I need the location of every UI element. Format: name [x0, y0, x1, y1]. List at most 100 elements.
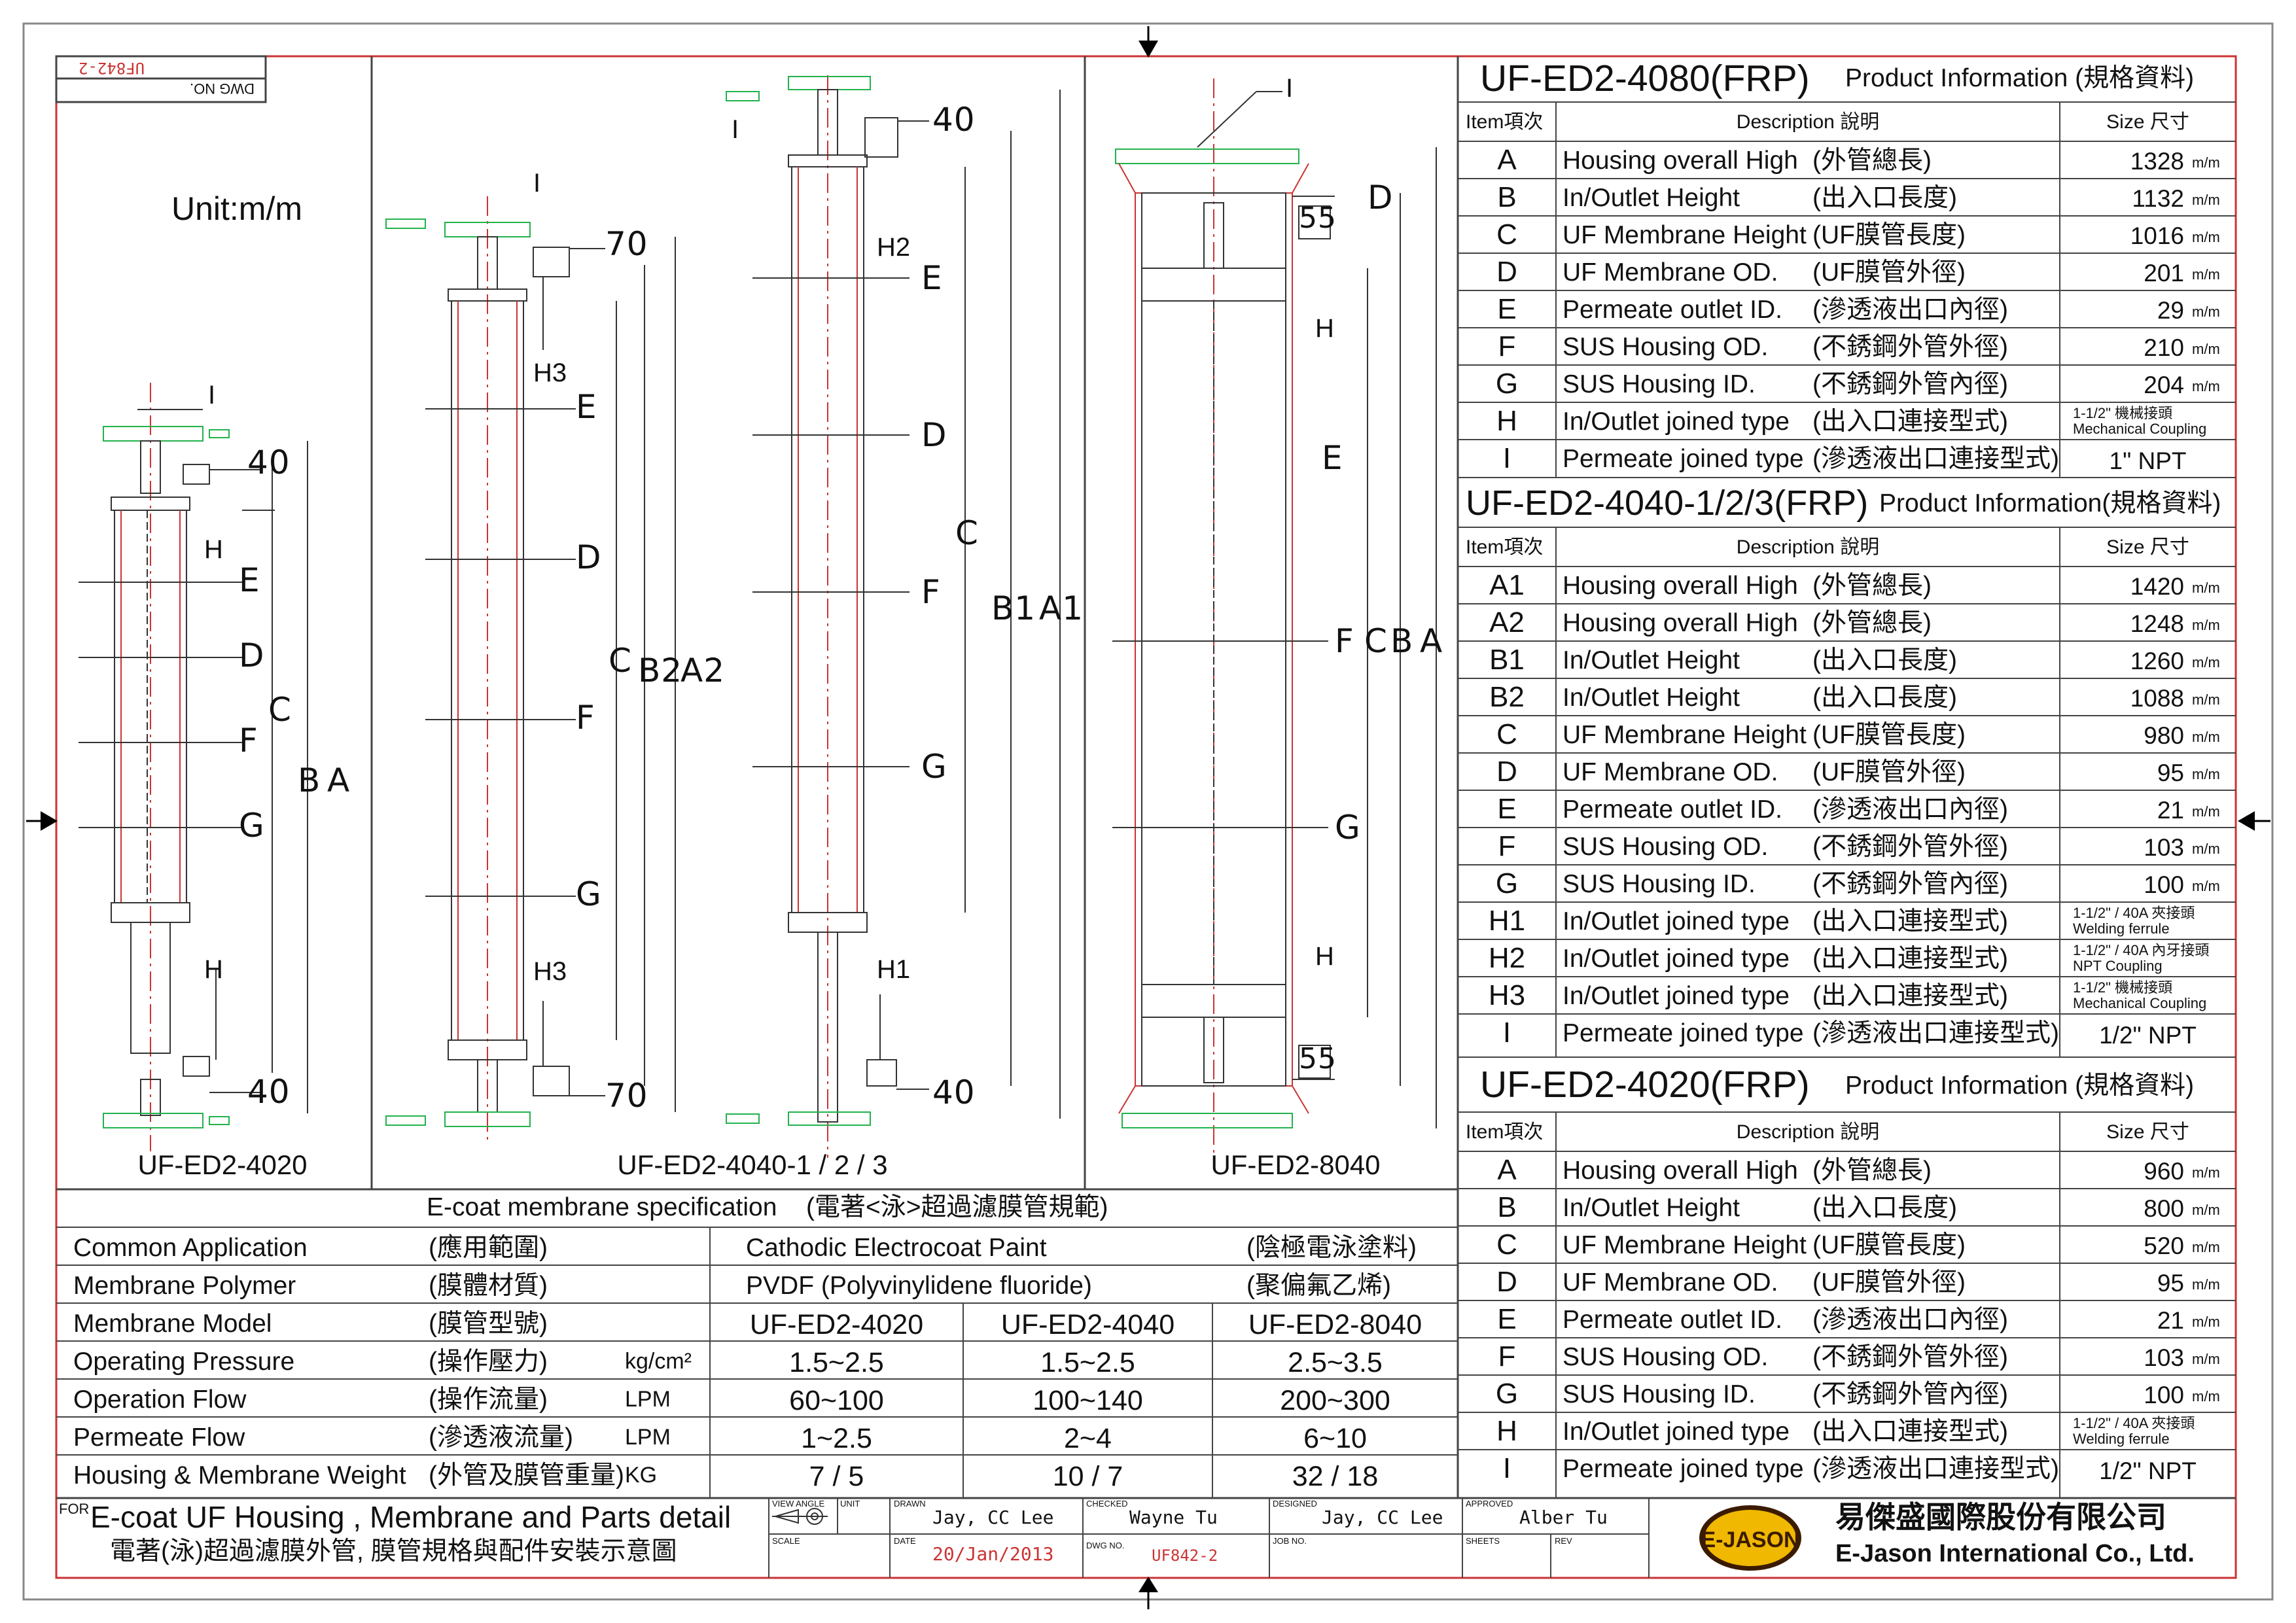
dwg-no-label: DWG NO. — [1086, 1541, 1125, 1550]
table-row-description: SUS Housing ID. — [1563, 870, 1756, 898]
table-row-description-cn: (出入口連接型式) — [1812, 982, 2008, 1010]
table-row-item: F — [1498, 1340, 1516, 1372]
table-row-description: SUS Housing ID. — [1563, 370, 1756, 398]
header-item: Item項次 — [1466, 1121, 1544, 1143]
table-title: UF-ED2-4040-1/2/3(FRP) — [1466, 483, 1869, 523]
header-description: Description 說明 — [1736, 111, 1880, 133]
header-description: Description 說明 — [1736, 536, 1880, 558]
label-f: F — [239, 722, 258, 759]
label-e: E — [239, 561, 260, 599]
table-row-description: UF Membrane OD. — [1563, 758, 1778, 786]
table-row-description-cn: (UF膜管外徑) — [1812, 758, 1966, 786]
spec-cell: 2~4 — [1064, 1423, 1112, 1454]
label-h-bottom: H — [1315, 942, 1334, 971]
label-g: G — [1335, 809, 1361, 846]
table-row-item: H1 — [1488, 905, 1526, 937]
spec-cell: 7 / 5 — [809, 1461, 864, 1492]
label-i: I — [1286, 74, 1294, 103]
spec-cell: UF-ED2-4040 — [1000, 1309, 1175, 1340]
table-row-size-type: 1-1/2" 機械接頭 — [2073, 979, 2173, 996]
table-row-size: 520 — [2144, 1232, 2184, 1259]
view-8040 — [1112, 79, 1437, 1161]
label-f: F — [921, 573, 941, 611]
table-row-unit: m/m — [2192, 266, 2220, 283]
table-title: UF-ED2-4080(FRP) — [1480, 58, 1810, 99]
view-4040-h3 — [385, 196, 676, 1145]
table-row-description-cn: (出入口長度) — [1812, 1194, 1957, 1222]
center-arrow-top — [1139, 41, 1158, 58]
table-row-description-cn: (滲透液出口內徑) — [1812, 1306, 2008, 1334]
scale-label: SCALE — [772, 1536, 800, 1546]
view-4040-h1h2 — [726, 75, 1061, 1158]
label-d: D — [576, 538, 602, 576]
spec-cell: 10 / 7 — [1052, 1461, 1123, 1492]
table-row-item: C — [1496, 218, 1517, 251]
for-label: FOR — [59, 1501, 90, 1517]
spec-row-label: Operation Flow — [73, 1386, 247, 1414]
drawing-title-cn: 電著(泳)超過濾膜外管, 膜管規格與配件安裝示意圖 — [110, 1537, 677, 1565]
table-row-size: 1260 — [2130, 648, 2184, 674]
table-row-unit: m/m — [2192, 1202, 2220, 1218]
table-row-size: 1328 — [2130, 148, 2184, 175]
label-i: I — [732, 115, 739, 144]
table-row-description: Permeate joined type — [1563, 445, 1804, 473]
label-i: I — [533, 169, 541, 198]
table-row-description: Housing overall High — [1563, 1157, 1798, 1185]
table-row-unit: m/m — [2192, 617, 2220, 633]
spec-row-label-cn: (應用範圍) — [429, 1234, 548, 1262]
spec-row-unit: KG — [625, 1463, 658, 1488]
spec-row-unit: LPM — [625, 1387, 671, 1412]
unit-label: Unit:m/m — [171, 190, 302, 227]
table-row-size: 1088 — [2130, 685, 2184, 712]
table-row-size: 21 — [2157, 797, 2184, 824]
table-row-unit: m/m — [2192, 154, 2220, 171]
table-row-description-cn: (出入口長度) — [1812, 684, 1957, 712]
table-row-size: 1/2" NPT — [2099, 1022, 2197, 1049]
table-row-item: B — [1497, 1191, 1517, 1223]
table-row-item: B — [1497, 181, 1517, 213]
table-row-size-type: 1-1/2" / 40A 內牙接頭 — [2073, 942, 2210, 958]
center-arrow-bottom — [1139, 1577, 1158, 1592]
label-a: A — [1420, 622, 1443, 660]
table-row-item: H3 — [1488, 979, 1526, 1011]
table-row-description-cn: (不銹鋼外管內徑) — [1812, 370, 2008, 398]
label-h1: H1 — [877, 955, 911, 984]
table-row-size: 1" NPT — [2109, 447, 2187, 474]
approved-by: Alber Tu — [1519, 1507, 1608, 1528]
designed-label: DESIGNED — [1273, 1499, 1317, 1509]
projection-symbol — [772, 1508, 828, 1525]
table-row-description: UF Membrane Height — [1563, 221, 1807, 249]
table-row-item: B2 — [1489, 681, 1525, 713]
table-row-description: Permeate joined type — [1563, 1019, 1804, 1047]
label-b2: B2 — [638, 652, 683, 689]
table-row-unit: m/m — [2192, 1351, 2220, 1367]
table-title: UF-ED2-4020(FRP) — [1480, 1064, 1810, 1106]
label-d: D — [921, 416, 947, 454]
approved-label: APPROVED — [1466, 1499, 1513, 1509]
table-row-description-cn: (不銹鋼外管外徑) — [1812, 333, 2008, 361]
spec-row-label: Common Application — [73, 1234, 308, 1262]
label-g: G — [921, 748, 947, 786]
sheets-label: SHEETS — [1466, 1536, 1500, 1546]
table-row-description-cn: (滲透液出口內徑) — [1812, 795, 2008, 824]
table-row-description: Housing overall High — [1563, 147, 1798, 175]
table-row-unit: m/m — [2192, 878, 2220, 894]
table-row-description-cn: (外管總長) — [1812, 147, 1932, 175]
table-row-description: UF Membrane OD. — [1563, 1268, 1778, 1297]
date-label: DATE — [894, 1536, 916, 1546]
table-row-size: 210 — [2144, 334, 2184, 361]
table-row-size: 100 — [2144, 1382, 2184, 1408]
table-subtitle: Product Information(規格資料) — [1879, 489, 2221, 517]
table-row-item: I — [1502, 442, 1511, 474]
spec-row-value: PVDF (Polyvinylidene fluoride) — [746, 1272, 1092, 1300]
label-e: E — [1322, 439, 1343, 477]
table-row-description-cn: (UF膜管長度) — [1812, 721, 1966, 749]
label-d: D — [1368, 179, 1394, 217]
designed-by: Jay, CC Lee — [1322, 1507, 1443, 1528]
drawn-by: Jay, CC Lee — [932, 1507, 1054, 1528]
spec-row-label-cn: (操作壓力) — [429, 1348, 548, 1376]
table-row-description: SUS Housing OD. — [1563, 333, 1769, 361]
checked-by: Wayne Tu — [1129, 1507, 1218, 1528]
table-row-unit: m/m — [2192, 803, 2220, 820]
